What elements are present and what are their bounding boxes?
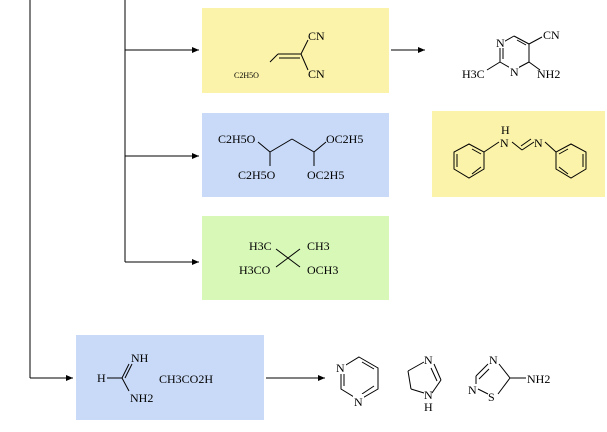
tetraethoxypropane-box: C2H5O OC2H5 C2H5O OC2H5: [202, 113, 389, 197]
cyano-label: CN: [543, 28, 560, 42]
ethoxymethylene-malononitrile-structure: CN CN C2H5O: [234, 29, 325, 81]
pyrimidine-n2-label: N: [354, 395, 363, 409]
imine-nh-label: NH: [131, 351, 149, 365]
ethoxy-label: C2H5O: [234, 71, 259, 80]
imidazoline-structure: N N H: [407, 353, 442, 414]
bottom-left-ethoxy-label: C2H5O: [238, 168, 276, 182]
cn-bottom-label: CN: [308, 67, 325, 81]
imidazoline-nh-h-label: H: [424, 400, 433, 414]
pyrimidine-n1-label: N: [336, 361, 345, 375]
methoxy-left-label: H3CO: [239, 263, 271, 277]
ring-nitrogen-bottom-label: N: [510, 65, 519, 79]
ring-nitrogen-top-label: N: [496, 36, 505, 50]
aminopyrimidine-carbonitrile-structure: N N CN H3C NH2: [462, 28, 560, 81]
thiadiazole-n-top-label: N: [489, 353, 498, 367]
aminothiadiazole-structure: N N S NH2: [468, 353, 550, 404]
cn-top-label: CN: [308, 29, 325, 43]
formamidine-acetate-box: NH H NH2 CH3CO2H: [76, 335, 264, 420]
acetic-acid-label: CH3CO2H: [159, 372, 213, 386]
pyrimidine-structure: N N: [335, 356, 379, 409]
amine-hydrogen-label: H: [501, 123, 510, 137]
amino-label: NH2: [537, 67, 560, 81]
ethoxymethylene-malononitrile-box: CN CN C2H5O: [202, 8, 389, 93]
tetraethoxypropane-structure: C2H5O OC2H5 C2H5O OC2H5: [218, 132, 363, 182]
amine-nh2-label: NH2: [130, 391, 153, 405]
nitrogen-left-label: N: [500, 136, 509, 150]
diphenylformamidine-box: H N N: [432, 111, 605, 197]
methyl-label: H3C: [462, 67, 485, 81]
flow-lines: [29, 0, 425, 381]
bottom-right-ethoxy-label: OC2H5: [307, 168, 344, 182]
dimethoxypropane-box: H3C CH3 H3CO OCH3: [202, 216, 389, 300]
top-left-ethoxy-label: C2H5O: [218, 132, 256, 146]
formamidine-acetate-structure: NH H NH2 CH3CO2H: [97, 351, 213, 405]
thiadiazole-s-label: S: [488, 390, 495, 404]
thiadiazole-n-left-label: N: [468, 383, 477, 397]
imidazoline-n-top-label: N: [424, 353, 433, 367]
top-right-ethoxy-label: OC2H5: [326, 132, 363, 146]
methyl-right-label: CH3: [307, 239, 330, 253]
imidazoline-nh-n-label: N: [424, 388, 433, 402]
box-background: [432, 111, 605, 197]
thiadiazole-amine-label: NH2: [527, 372, 550, 386]
box-background: [202, 113, 389, 197]
diphenylformamidine-structure: H N N: [453, 123, 587, 179]
hydrogen-label: H: [97, 371, 106, 385]
methyl-left-label: H3C: [249, 239, 272, 253]
box-background: [202, 8, 389, 93]
nitrogen-right-label: N: [534, 136, 543, 150]
dimethoxypropane-structure: H3C CH3 H3CO OCH3: [239, 239, 338, 277]
box-background: [202, 216, 389, 300]
methoxy-right-label: OCH3: [307, 263, 338, 277]
